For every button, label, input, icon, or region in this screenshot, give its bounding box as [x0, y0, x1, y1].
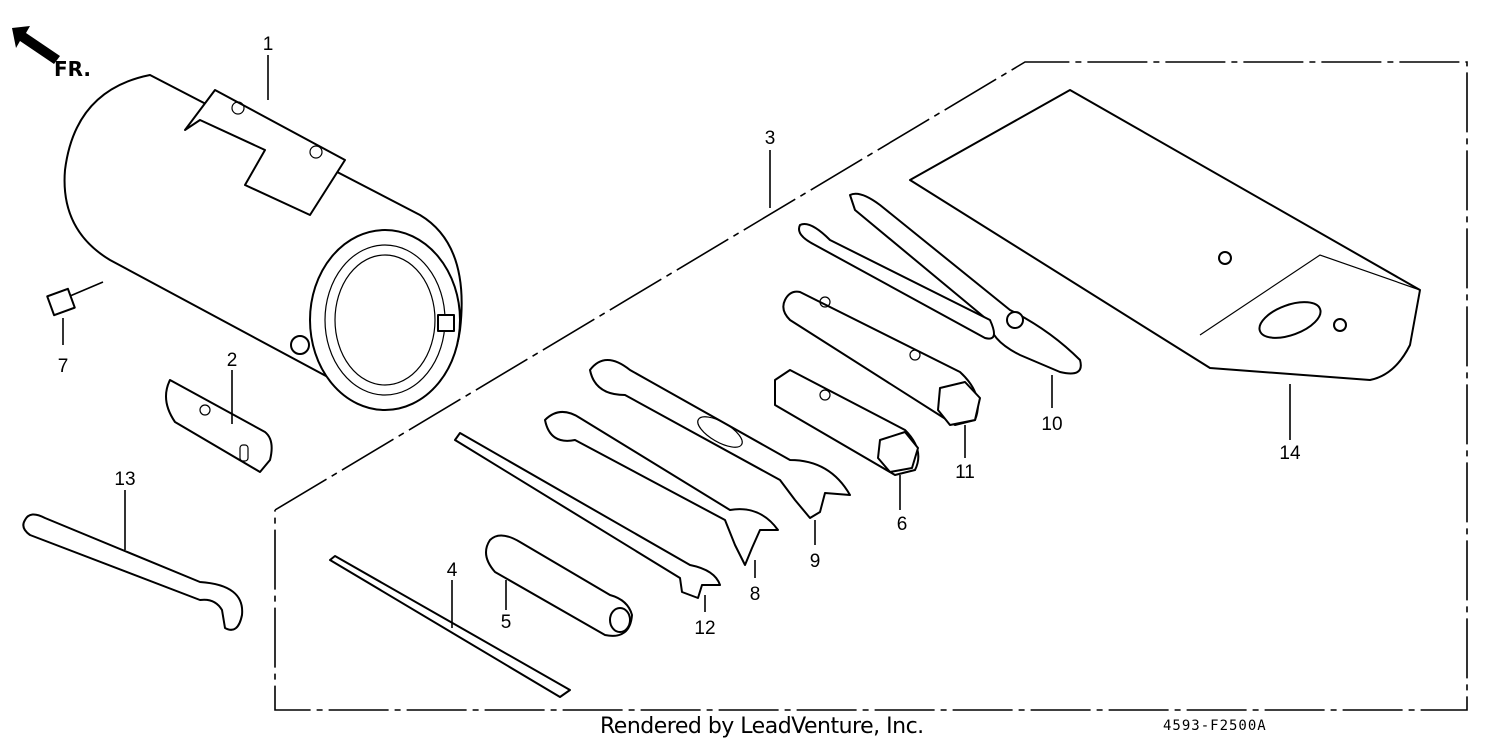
callout-3: 3 [765, 128, 776, 149]
tool-set-boundary [274, 61, 1468, 711]
screwdriver-handle-part-5 [485, 534, 633, 637]
callout-10: 10 [1041, 414, 1062, 435]
callout-2: 2 [227, 350, 238, 371]
box-wrench-part-6 [774, 369, 920, 510]
holder-clip-part-2 [165, 370, 273, 473]
pliers-part-10 [798, 192, 1082, 408]
callout-1: 1 [263, 34, 274, 55]
callout-12: 12 [694, 618, 715, 639]
pin-spanner-part-13 [22, 490, 244, 631]
flange-bolt-part-7 [46, 281, 104, 345]
callout-8: 8 [750, 584, 761, 605]
screwdriver-blade-part-4 [329, 555, 571, 698]
callout-14: 14 [1279, 443, 1301, 464]
callout-9: 9 [810, 551, 821, 572]
tool-case-part-1 [63, 74, 463, 411]
front-direction-arrow-icon [12, 26, 60, 64]
diagram-code: 4593-F2500A [1163, 718, 1267, 734]
callout-6: 6 [897, 514, 908, 535]
callout-7: 7 [58, 356, 69, 377]
box-wrench-part-11 [782, 290, 981, 458]
wrench-part-12 [454, 432, 721, 612]
tool-bag-part-14 [909, 89, 1421, 440]
callout-5: 5 [501, 612, 512, 633]
open-end-wrench-part-8 [544, 411, 779, 578]
open-end-wrench-part-9 [589, 359, 851, 545]
callout-13: 13 [114, 469, 135, 490]
front-direction-label: FR. [54, 57, 91, 81]
rendered-by-credit: Rendered by LeadVenture, Inc. [600, 714, 924, 739]
callout-11: 11 [955, 462, 975, 483]
callout-4: 4 [447, 560, 458, 581]
